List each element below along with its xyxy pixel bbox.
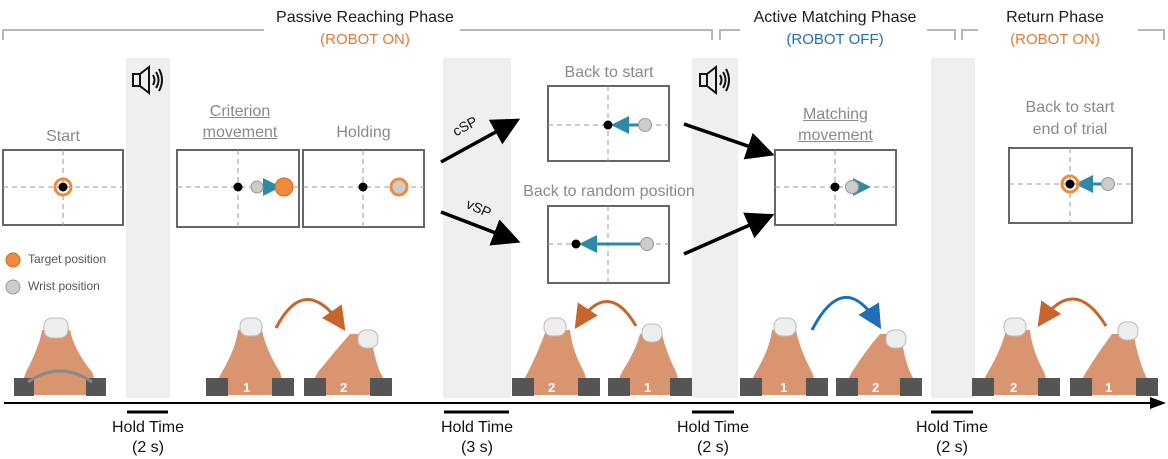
active-phase-title: Active Matching Phase <box>753 9 917 26</box>
end-label-line1: Back to start <box>1025 99 1115 116</box>
photo-number: 1 <box>243 380 251 395</box>
hold-time-value: (3 s) <box>461 439 493 456</box>
workspace-holding <box>302 149 425 228</box>
wrist-legend-label: Wrist position <box>28 279 100 293</box>
hand-robot-illustration <box>740 317 922 396</box>
target-legend-label: Target position <box>28 252 107 266</box>
hand-robot-illustration <box>206 317 392 396</box>
target-legend-marker <box>5 252 21 268</box>
matching-label-line2: movement <box>798 127 873 144</box>
workspace-back-to-start <box>547 85 670 162</box>
hand-robot-illustration <box>972 317 1158 396</box>
hold-band-4 <box>931 58 975 398</box>
photo-number: 1 <box>1105 380 1113 395</box>
workspace-start <box>2 149 124 226</box>
hand-robot-illustration <box>14 317 106 396</box>
back-to-start-label: Back to start <box>564 64 654 81</box>
phase-brackets <box>2 29 1165 40</box>
criterion-label-line1: Criterion <box>209 103 271 120</box>
hold-band-1 <box>126 58 170 398</box>
photo-number: 2 <box>872 380 880 395</box>
passive-phase-status: (ROBOT ON) <box>320 31 410 48</box>
end-label-line2: end of trial <box>1032 121 1108 138</box>
workspace-back-to-random <box>547 205 670 284</box>
curved-arrow-orange <box>274 298 346 331</box>
hold-time-value: (2 s) <box>132 439 164 456</box>
passive-phase-title: Passive Reaching Phase <box>276 9 454 26</box>
start-label: Start <box>46 128 80 145</box>
hold-time-label: Hold Time <box>676 419 750 436</box>
hand-robot-illustration <box>512 317 692 396</box>
flow-arrows <box>440 118 775 256</box>
photo-number: 2 <box>1010 380 1018 395</box>
active-phase-status: (ROBOT OFF) <box>786 31 884 48</box>
curved-arrow-orange <box>574 300 638 330</box>
hold-time-label: Hold Time <box>915 419 989 436</box>
back-to-random-label: Back to random position <box>523 183 695 200</box>
hold-time-label: Hold Time <box>111 419 185 436</box>
photo-number: 1 <box>644 380 652 395</box>
timeline-arrowhead <box>1150 397 1166 409</box>
hold-time-value: (2 s) <box>697 439 729 456</box>
curved-arrow-orange <box>1037 297 1108 327</box>
criterion-label-line2: movement <box>202 124 278 141</box>
return-phase-status: (ROBOT ON) <box>1010 31 1100 48</box>
wrist-legend-marker <box>5 279 21 295</box>
speaker-icon <box>132 64 163 96</box>
photo-number: 1 <box>780 380 788 395</box>
photo-number: 2 <box>340 380 348 395</box>
return-phase-title: Return Phase <box>1006 9 1104 26</box>
photo-number: 2 <box>548 380 556 395</box>
workspace-criterion <box>176 149 300 228</box>
workspace-end <box>1008 147 1133 224</box>
hold-time-value: (2 s) <box>936 439 968 456</box>
hold-band-3 <box>692 58 738 398</box>
hold-time-label: Hold Time <box>440 419 514 436</box>
workspace-matching <box>774 149 897 226</box>
holding-label: Holding <box>336 124 391 141</box>
matching-label-line1: Matching <box>803 106 868 123</box>
curved-arrow-blue <box>810 295 882 331</box>
hold-band-2 <box>443 58 511 398</box>
speaker-icon <box>699 64 730 96</box>
